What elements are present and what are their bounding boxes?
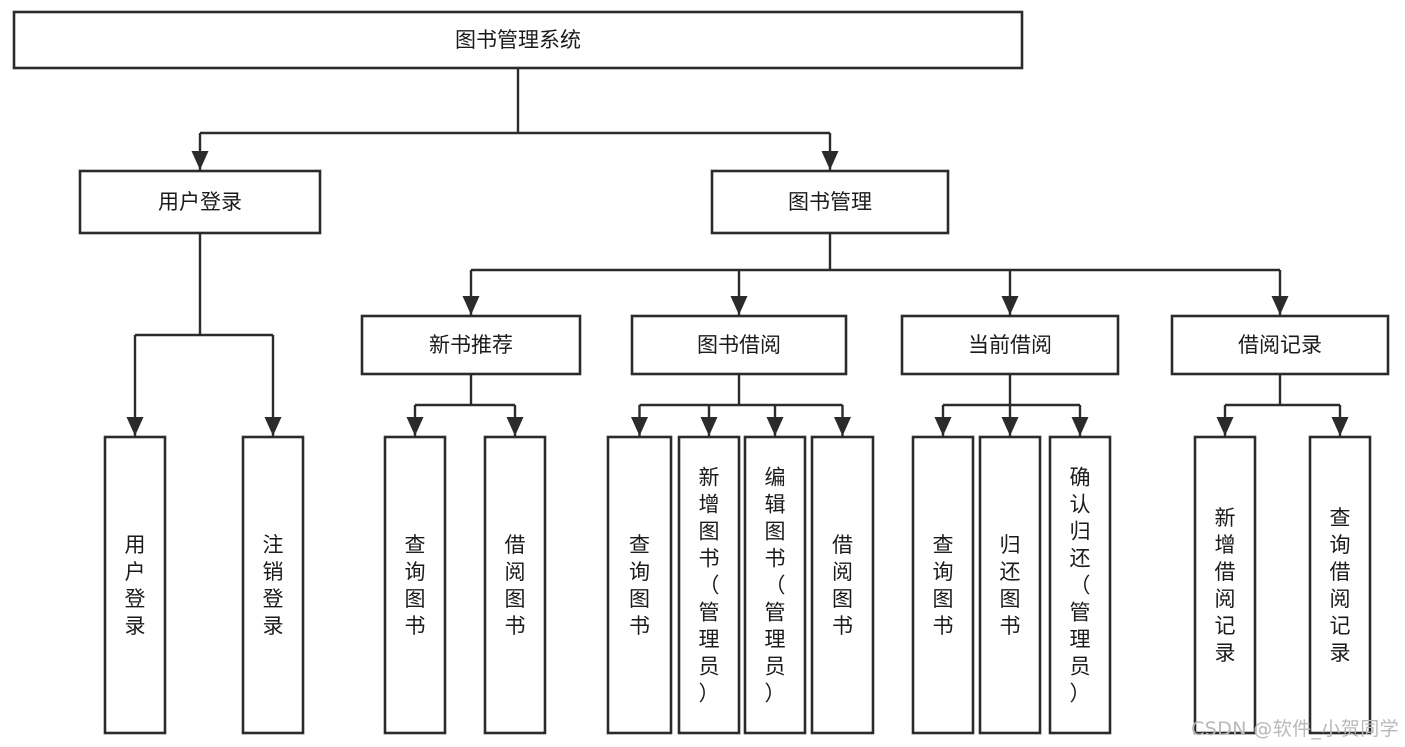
- arrow-to-level2-1: [821, 151, 839, 170]
- node-label-level3-0: 新书推荐: [429, 333, 513, 357]
- arrow-to-leaf-11: [1216, 417, 1234, 436]
- arrow-to-leaf-10: [1071, 417, 1089, 436]
- arrow-to-leaf-9: [1001, 417, 1019, 436]
- node-box-leaf-6[interactable]: [743, 435, 807, 735]
- node-box-level2-1[interactable]: [710, 169, 950, 235]
- node-box-level3-2[interactable]: [900, 314, 1120, 376]
- node-box-leaf-10[interactable]: [1048, 435, 1112, 735]
- node-label-level3-3: 借阅记录: [1238, 333, 1322, 357]
- arrow-to-level3-3: [1271, 296, 1289, 315]
- node-box-leaf-7[interactable]: [810, 435, 875, 735]
- node-box-leaf-11[interactable]: [1193, 435, 1257, 735]
- arrow-to-level3-1: [730, 296, 748, 315]
- node-label-leaf-6: 编辑图书（管理员）: [765, 466, 786, 706]
- arrow-to-leaf-0: [126, 417, 144, 436]
- arrow-to-leaf-3: [506, 417, 524, 436]
- connector-layer: [126, 68, 1349, 436]
- arrow-to-leaf-4: [631, 417, 648, 436]
- node-box-layer: [12, 10, 1390, 735]
- node-box-level2-0[interactable]: [78, 169, 322, 235]
- arrow-to-leaf-1: [264, 417, 282, 436]
- arrow-to-leaf-5: [700, 417, 718, 436]
- node-box-leaf-8[interactable]: [911, 435, 975, 735]
- node-box-root[interactable]: [12, 10, 1024, 70]
- node-label-leaf-5: 新增图书（管理员）: [699, 466, 720, 706]
- arrow-to-level2-0: [191, 151, 209, 170]
- node-label-leaf-1: 注销登录: [263, 533, 284, 638]
- node-label-leaf-7: 借阅图书: [832, 533, 853, 638]
- node-label-level3-2: 当前借阅: [968, 333, 1052, 357]
- node-box-leaf-12[interactable]: [1308, 435, 1372, 735]
- node-box-leaf-5[interactable]: [677, 435, 741, 735]
- node-box-leaf-0[interactable]: [103, 435, 167, 735]
- node-box-leaf-3[interactable]: [483, 435, 547, 735]
- arrow-to-leaf-8: [934, 417, 952, 436]
- node-box-leaf-4[interactable]: [606, 435, 673, 735]
- node-box-level3-1[interactable]: [630, 314, 848, 376]
- node-label-leaf-10: 确认归还（管理员）: [1070, 466, 1091, 706]
- node-label-level2-1: 图书管理: [788, 190, 872, 214]
- node-box-leaf-9[interactable]: [978, 435, 1042, 735]
- node-label-leaf-12: 查询借阅记录: [1330, 506, 1351, 665]
- node-label-leaf-11: 新增借阅记录: [1215, 506, 1236, 665]
- arrow-to-leaf-12: [1331, 417, 1349, 436]
- node-label-level2-0: 用户登录: [158, 190, 242, 214]
- node-box-level3-0[interactable]: [360, 314, 582, 376]
- node-box-leaf-2[interactable]: [383, 435, 447, 735]
- node-label-leaf-3: 借阅图书: [505, 533, 526, 638]
- node-label-leaf-9: 归还图书: [1000, 533, 1021, 638]
- arrow-to-leaf-6: [766, 417, 784, 436]
- csdn-watermark: CSDN @软件_小贺同学: [1191, 718, 1399, 740]
- node-label-root: 图书管理系统: [455, 28, 581, 52]
- node-box-leaf-1[interactable]: [241, 435, 305, 735]
- node-label-leaf-4: 查询图书: [629, 533, 650, 638]
- node-label-layer: 图书管理系统用户登录图书管理新书推荐图书借阅当前借阅借阅记录用户登录注销登录查询…: [125, 28, 1351, 706]
- node-label-leaf-8: 查询图书: [933, 533, 954, 638]
- node-box-level3-3[interactable]: [1170, 314, 1390, 376]
- node-label-leaf-2: 查询图书: [405, 533, 426, 638]
- arrow-to-leaf-2: [406, 417, 424, 436]
- arrow-to-leaf-7: [834, 417, 851, 436]
- arrow-to-level3-0: [462, 296, 480, 315]
- arrow-to-level3-2: [1001, 296, 1019, 315]
- node-label-level3-1: 图书借阅: [697, 333, 781, 357]
- node-label-leaf-0: 用户登录: [125, 533, 146, 638]
